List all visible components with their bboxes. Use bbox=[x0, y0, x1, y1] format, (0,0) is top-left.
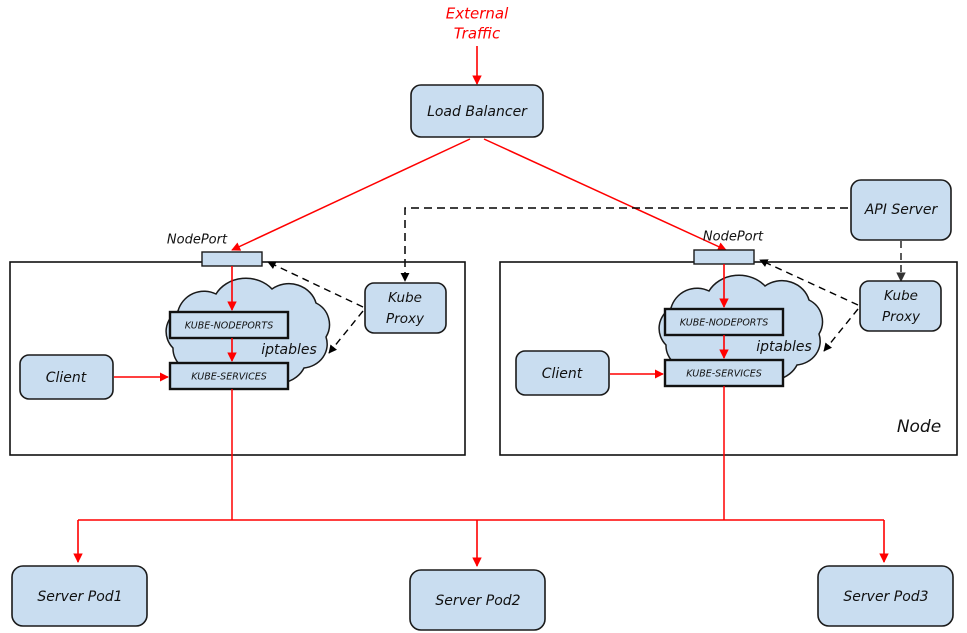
edge-apiserver-to-left-kubeproxy bbox=[400, 207, 848, 282]
api-server-node[interactable]: API Server bbox=[850, 179, 952, 241]
server-pod-1-label: Server Pod1 bbox=[37, 589, 122, 605]
server-pod-2[interactable]: Server Pod2 bbox=[409, 569, 546, 631]
edge-right-kubeproxy-to-iptables bbox=[823, 308, 859, 352]
node-right-client[interactable]: Client bbox=[515, 350, 610, 396]
server-pod-3-box[interactable] bbox=[817, 565, 954, 627]
node-left-chain-kube-services-box[interactable] bbox=[168, 361, 290, 391]
node-right-chain-kube-services[interactable]: KUBE-SERVICES bbox=[663, 358, 785, 388]
node-left-chain-kube-services[interactable]: KUBE-SERVICES bbox=[168, 361, 290, 391]
node-left-chain-kube-nodeports-label: KUBE-NODEPORTS bbox=[185, 321, 274, 332]
api-server-label: API Server bbox=[864, 202, 939, 218]
node-right-chain-kube-nodeports-label: KUBE-NODEPORTS bbox=[680, 318, 769, 329]
api-server-box[interactable] bbox=[850, 179, 952, 241]
edge-left-kubeproxy-to-nodeport bbox=[267, 261, 364, 308]
node-right-chain-kube-services-label: KUBE-SERVICES bbox=[686, 369, 762, 380]
server-pod-3[interactable]: Server Pod3 bbox=[817, 565, 954, 627]
node-right-chain-kube-services-box[interactable] bbox=[663, 358, 785, 388]
node-left-chain-kube-nodeports-box[interactable] bbox=[168, 310, 290, 340]
node-right-client-label: Client bbox=[542, 366, 583, 382]
node-right-client-box[interactable] bbox=[515, 350, 610, 396]
edge-right-kubeproxy-to-nodeport bbox=[759, 259, 859, 306]
node-left-nodeport-bar[interactable] bbox=[201, 251, 263, 267]
node-left-kube-proxy-box[interactable] bbox=[364, 282, 447, 334]
node-left-kube-proxy-label-line1: Kube bbox=[388, 290, 422, 306]
external-traffic-label-line2: Traffic bbox=[454, 25, 501, 43]
node-right-kube-proxy-label-line2: Proxy bbox=[882, 309, 921, 325]
node-left-nodeport-label: NodePort bbox=[167, 233, 228, 248]
server-pod-1[interactable]: Server Pod1 bbox=[11, 565, 148, 627]
node-right-chain-kube-nodeports[interactable]: KUBE-NODEPORTS bbox=[663, 307, 785, 337]
node-left-client-box[interactable] bbox=[19, 354, 114, 400]
node-right-chain-kube-nodeports-box[interactable] bbox=[663, 307, 785, 337]
node-left-iptables-label: iptables bbox=[261, 342, 317, 358]
edge-loadbalancer-to-left-nodeport bbox=[231, 138, 471, 251]
node-right-kube-proxy-label-line1: Kube bbox=[884, 288, 918, 304]
node-right-node-label: Node bbox=[897, 417, 941, 437]
server-pod-2-label: Server Pod2 bbox=[435, 593, 520, 609]
node-left-client-label: Client bbox=[46, 370, 87, 386]
edge-left-kubeproxy-to-iptables bbox=[328, 310, 364, 354]
node-left-kube-proxy-label-line2: Proxy bbox=[386, 311, 425, 327]
load-balancer-label: Load Balancer bbox=[427, 104, 528, 120]
load-balancer-node[interactable]: Load Balancer bbox=[410, 84, 544, 138]
load-balancer-box[interactable] bbox=[410, 84, 544, 138]
node-right-nodeport-bar[interactable] bbox=[693, 249, 755, 265]
node-left-chain-kube-services-label: KUBE-SERVICES bbox=[191, 372, 267, 383]
node-left-chain-kube-nodeports[interactable]: KUBE-NODEPORTS bbox=[168, 310, 290, 340]
node-right-iptables-label: iptables bbox=[756, 339, 812, 355]
edge-loadbalancer-to-right-nodeport bbox=[483, 138, 727, 251]
external-traffic-label-line1: External bbox=[446, 5, 509, 23]
server-pod-2-box[interactable] bbox=[409, 569, 546, 631]
node-right-kube-proxy[interactable]: Kube Proxy bbox=[859, 280, 942, 332]
node-left-kube-proxy[interactable]: Kube Proxy bbox=[364, 282, 447, 334]
node-left-client[interactable]: Client bbox=[19, 354, 114, 400]
node-right-kube-proxy-box[interactable] bbox=[859, 280, 942, 332]
node-right-nodeport-label: NodePort bbox=[703, 230, 764, 245]
server-pod-1-box[interactable] bbox=[11, 565, 148, 627]
server-pod-3-label: Server Pod3 bbox=[843, 589, 928, 605]
